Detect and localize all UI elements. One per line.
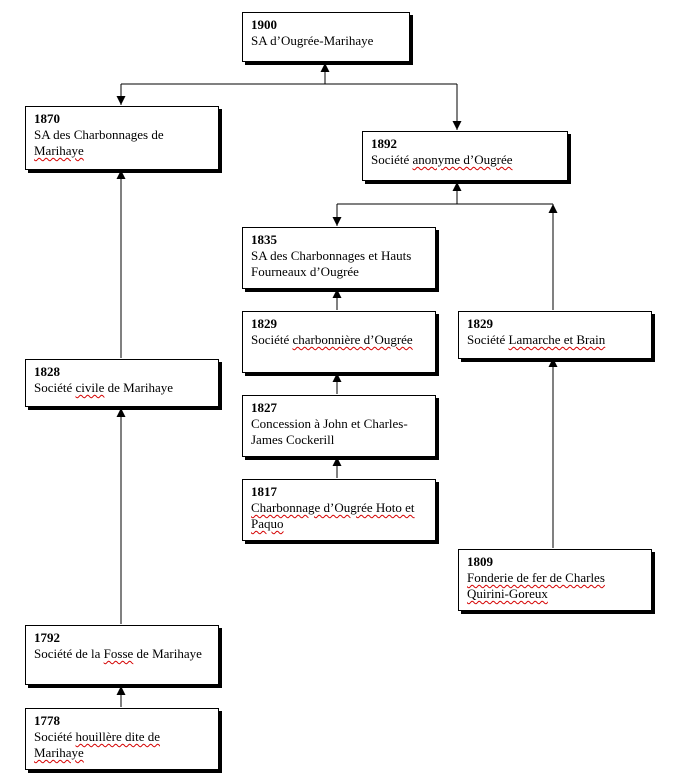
node-1900: 1900 SA d’Ougrée-Marihaye <box>242 12 410 62</box>
node-1817: 1817 Charbonnage d’Ougrée Hoto et Paquo <box>242 479 436 541</box>
node-name: Concession à John et Charles-James Cocke… <box>251 416 408 447</box>
node-name: Société civile de Marihaye <box>34 380 173 395</box>
node-year: 1835 <box>251 232 277 247</box>
node-1829-ougree: 1829 Société charbonnière d’Ougrée <box>242 311 436 373</box>
node-year: 1827 <box>251 400 277 415</box>
node-1778: 1778 Société houillère dite de Marihaye <box>25 708 219 770</box>
node-name: Société anonyme d’Ougrée <box>371 152 513 167</box>
node-year: 1829 <box>251 316 277 331</box>
node-name: Société Lamarche et Brain <box>467 332 606 347</box>
node-1835: 1835 SA des Charbonnages et Hauts Fourne… <box>242 227 436 289</box>
node-year: 1817 <box>251 484 277 499</box>
node-1792: 1792 Société de la Fosse de Marihaye <box>25 625 219 685</box>
node-year: 1809 <box>467 554 493 569</box>
node-name: SA d’Ougrée-Marihaye <box>251 33 374 48</box>
node-1828: 1828 Société civile de Marihaye <box>25 359 219 407</box>
node-year: 1828 <box>34 364 60 379</box>
node-1827: 1827 Concession à John et Charles-James … <box>242 395 436 457</box>
node-1809: 1809 Fonderie de fer de Charles Quirini-… <box>458 549 652 611</box>
node-1829-lamarche: 1829 Société Lamarche et Brain <box>458 311 652 359</box>
node-year: 1900 <box>251 17 277 32</box>
node-name: SA des Charbonnages de Marihaye <box>34 127 164 158</box>
node-name: Charbonnage d’Ougrée Hoto et Paquo <box>251 500 415 531</box>
node-year: 1792 <box>34 630 60 645</box>
node-name: Société charbonnière d’Ougrée <box>251 332 413 347</box>
node-1892: 1892 Société anonyme d’Ougrée <box>362 131 568 181</box>
node-year: 1829 <box>467 316 493 331</box>
node-name: SA des Charbonnages et Hauts Fourneaux d… <box>251 248 412 279</box>
node-name: Société houillère dite de Marihaye <box>34 729 160 760</box>
node-1870: 1870 SA des Charbonnages de Marihaye <box>25 106 219 170</box>
node-year: 1778 <box>34 713 60 728</box>
node-year: 1892 <box>371 136 397 151</box>
node-year: 1870 <box>34 111 60 126</box>
node-name: Société de la Fosse de Marihaye <box>34 646 202 661</box>
node-name: Fonderie de fer de Charles Quirini-Goreu… <box>467 570 605 601</box>
